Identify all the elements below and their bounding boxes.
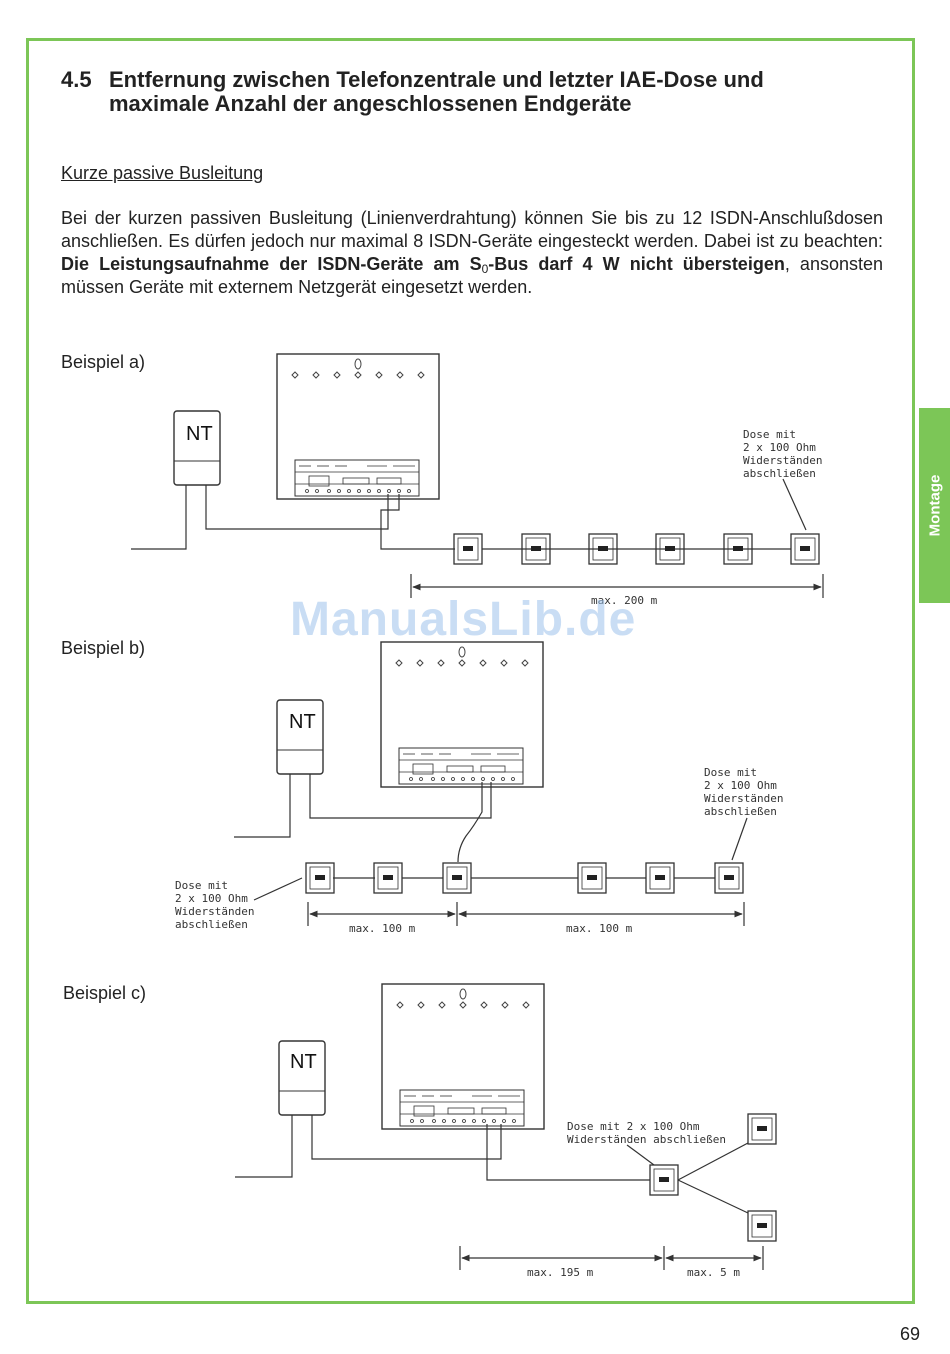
socket-a3 — [588, 533, 618, 565]
body-paragraph: Bei der kurzen passiven Busleitung (Lini… — [61, 207, 883, 299]
section-title-line2: maximale Anzahl der angeschlossenen Endg… — [109, 91, 632, 116]
page-number: 69 — [900, 1324, 921, 1344]
branch-line-c-lower — [677, 1179, 749, 1214]
socket-c-junction — [649, 1164, 679, 1196]
pbx-unit-a — [276, 353, 440, 500]
note-b-right-line4: abschließen — [704, 805, 777, 818]
socket-a6 — [790, 533, 820, 565]
note-a-line1: Dose mit — [743, 428, 796, 441]
nt-to-pbx-line-c — [311, 1115, 502, 1160]
socket-c-upper — [747, 1113, 777, 1145]
pbx-to-bus-line-b — [457, 782, 483, 863]
pbx-unit-b — [380, 641, 544, 788]
socket-c-lower — [747, 1210, 777, 1242]
pbx-to-bus-line-a — [380, 494, 455, 550]
socket-b3 — [442, 862, 472, 894]
note-b-left-line4: abschließen — [175, 918, 248, 931]
note-b-right-line3: Widerständen — [704, 792, 783, 805]
para-subscript: 0 — [481, 262, 489, 276]
socket-b1 — [305, 862, 335, 894]
section-title-line1: Entfernung zwischen Telefonzentrale und … — [109, 67, 764, 92]
dim-b-label-1: max. 100 m — [349, 922, 416, 935]
nt-label-a: NT — [186, 423, 213, 445]
example-b-label: Beispiel b) — [61, 638, 146, 658]
note-leader-b-right — [731, 817, 748, 861]
socket-b4 — [577, 862, 607, 894]
dim-b-label-2: max. 100 m — [566, 922, 633, 935]
note-c-line2: Widerständen abschließen — [567, 1133, 726, 1146]
para-bold-1: Die Leistungsaufnahme der ISDN-Geräte am… — [61, 254, 482, 274]
nt-label-b: NT — [289, 711, 316, 733]
note-leader-a — [782, 478, 807, 531]
socket-b6 — [714, 862, 744, 894]
note-a-line2: 2 x 100 Ohm — [743, 441, 816, 454]
note-c-line1: Dose mit 2 x 100 Ohm — [567, 1120, 700, 1133]
note-b-left-line3: Widerständen — [175, 905, 254, 918]
socket-b5 — [645, 862, 675, 894]
dim-c-label-2: max. 5 m — [687, 1266, 740, 1279]
para-text-1: Bei der kurzen passiven Busleitung (Lini… — [61, 208, 883, 251]
section-tab: Montage — [919, 408, 950, 603]
example-c-label: Beispiel c) — [63, 983, 147, 1003]
socket-a4 — [655, 533, 685, 565]
nt-to-pbx-line-b — [309, 774, 492, 819]
nt-input-line-b — [234, 774, 291, 838]
dim-a-label: max. 200 m — [591, 594, 658, 607]
socket-b2 — [373, 862, 403, 894]
subheading: Kurze passive Busleitung — [61, 163, 264, 183]
note-b-right-line2: 2 x 100 Ohm — [704, 779, 777, 792]
watermark: ManualsLib.de — [290, 593, 637, 646]
pbx-to-bus-line-c — [486, 1124, 650, 1181]
note-leader-b-left — [253, 877, 303, 901]
note-b-left-line1: Dose mit — [175, 879, 228, 892]
note-a-line3: Widerständen — [743, 454, 822, 467]
section-number: 4.5 — [61, 67, 92, 92]
example-a-label: Beispiel a) — [61, 352, 146, 372]
note-a-line4: abschließen — [743, 467, 816, 480]
socket-a2 — [521, 533, 551, 565]
note-b-left-line2: 2 x 100 Ohm — [175, 892, 248, 905]
nt-input-line-a — [131, 485, 187, 550]
nt-label-c: NT — [290, 1051, 317, 1073]
para-text-2: , ansonsten müssen Geräte mit externem N… — [61, 254, 883, 297]
note-b-right-line1: Dose mit — [704, 766, 757, 779]
dim-c-label-1: max. 195 m — [527, 1266, 594, 1279]
branch-line-c-upper — [677, 1142, 749, 1181]
nt-to-pbx-line-a — [205, 485, 389, 530]
note-leader-c — [626, 1144, 655, 1166]
page-frame — [26, 38, 915, 1304]
para-bold-2: -Bus darf 4 W nicht übersteigen — [488, 254, 785, 274]
nt-input-line-c — [235, 1115, 293, 1178]
pbx-unit-c — [381, 983, 545, 1130]
socket-a1 — [453, 533, 483, 565]
socket-a5 — [723, 533, 753, 565]
